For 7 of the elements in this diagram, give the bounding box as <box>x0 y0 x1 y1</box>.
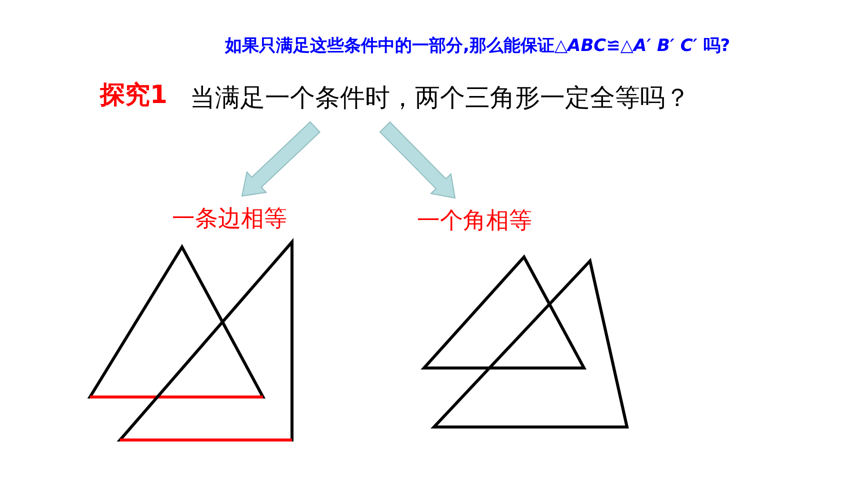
question-note: 如果只满足这些条件中的一部分,那么能保证△ABC≌△A′ B′ C′ 吗? <box>225 36 730 56</box>
condition-label: 一条边相等 <box>172 206 287 234</box>
block-arrow <box>241 121 320 197</box>
condition-label: 一个角相等 <box>417 208 532 236</box>
block-arrow <box>379 121 456 199</box>
question-text: 当满足一个条件时，两个三角形一定全等吗？ <box>190 83 690 113</box>
section-heading: 探究1 <box>100 80 168 110</box>
